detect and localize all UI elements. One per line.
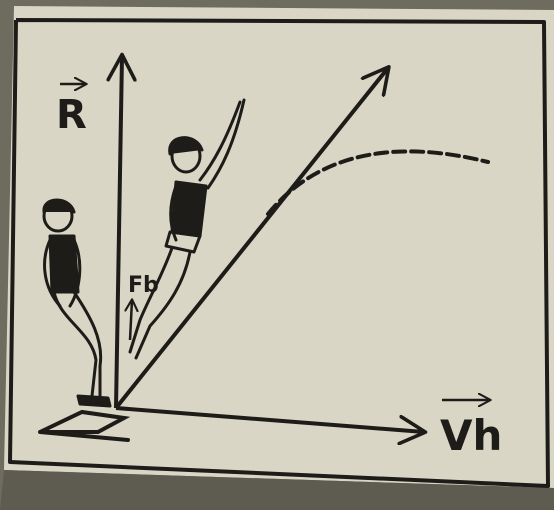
- paper-shadow-edge: [0, 470, 554, 510]
- takeoff-board: [38, 409, 131, 442]
- horizontal-velocity-label-group: Vh: [440, 400, 502, 460]
- force-arrow: [130, 300, 132, 341]
- horizontal-velocity-label: Vh: [440, 411, 502, 460]
- athlete-standing-figure: [42, 198, 112, 408]
- takeoff-velocity-arrow: [114, 68, 388, 410]
- resultant-label-group: R: [56, 84, 87, 138]
- resultant-label: R: [56, 92, 87, 138]
- paper-sheet: [4, 6, 554, 488]
- figure-frame: [8, 18, 550, 488]
- flight-trajectory-dashed: [266, 149, 490, 216]
- resultant-vector-arrow: [116, 56, 122, 409]
- force-label: Fb: [128, 273, 159, 298]
- horizontal-velocity-arrow: [115, 406, 424, 432]
- athlete-jumping-figure: [128, 98, 246, 360]
